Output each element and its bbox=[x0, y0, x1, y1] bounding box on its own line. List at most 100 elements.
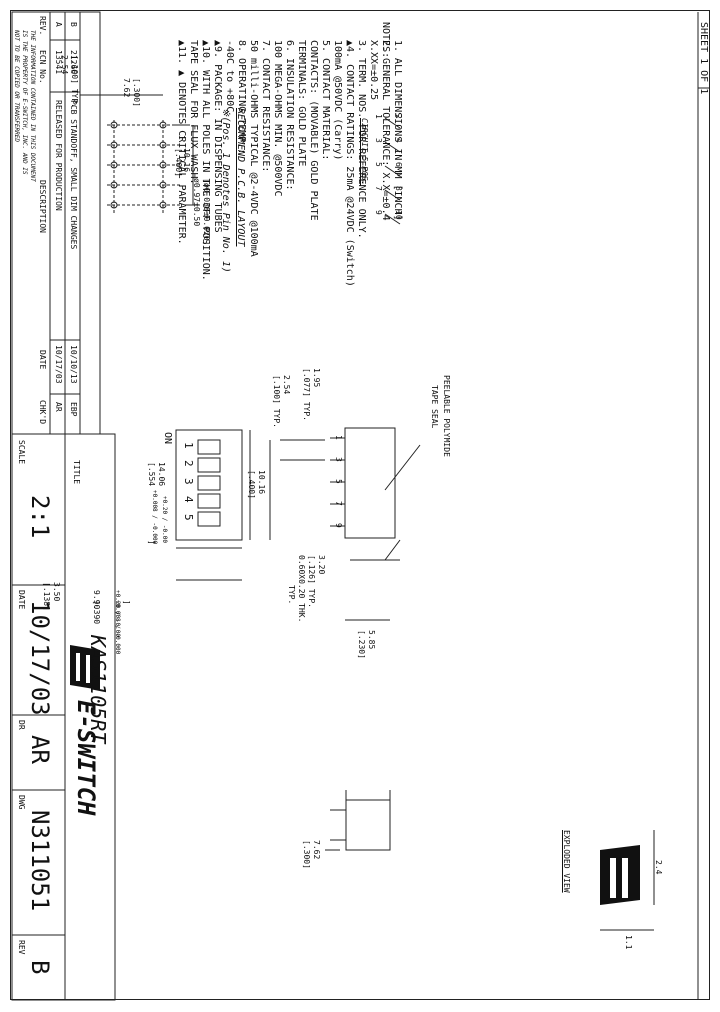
note-item: ▲4. CONTACT RATINGS: 25mA @24VDC (Switch… bbox=[344, 40, 355, 287]
note-item: 2. GENERAL TOLERANCE: X.X=±0.4 bbox=[380, 40, 391, 221]
side-pitch-inch: [.100] TYP. bbox=[272, 375, 281, 428]
rev-cell: AR bbox=[54, 402, 63, 412]
drawing-border bbox=[10, 10, 710, 1000]
position-label: 2 bbox=[182, 460, 195, 467]
side-length-inch: [.400] bbox=[247, 470, 256, 499]
top-length: 14.06 bbox=[157, 462, 166, 487]
position-label: 3 bbox=[182, 478, 195, 485]
circuit-pin: 10 bbox=[394, 210, 403, 220]
side-pin-offset: 1.95 bbox=[312, 368, 321, 388]
dwg-label: DWG bbox=[17, 795, 26, 810]
circuit-switches bbox=[384, 117, 401, 225]
scale-label: SCALE bbox=[17, 440, 26, 465]
hole-diameter-inch: [ø0.038±0.020] bbox=[202, 178, 211, 246]
rev-cell: A bbox=[54, 22, 63, 27]
rev-cell: 10/17/03 bbox=[54, 345, 63, 384]
rev-cell: 10/10/13 bbox=[69, 345, 78, 384]
side-height: 5.85 bbox=[367, 630, 376, 650]
pcb-layout-title: RECOMMEND P.C.B. LAYOUT bbox=[235, 108, 246, 247]
circuit-pin: 4 bbox=[394, 138, 403, 143]
circuit-pin: 2 bbox=[394, 114, 403, 119]
side-pin-label: 7 bbox=[334, 501, 343, 506]
title-label: TITLE bbox=[72, 460, 81, 485]
company-name: E-SWITCH bbox=[72, 700, 100, 816]
dr-label: DR bbox=[17, 720, 26, 730]
circuit-title: CIRCUIT 5 POS. bbox=[360, 118, 369, 186]
circuit-pin: 7 bbox=[374, 186, 383, 191]
side-pitch: 2.54 bbox=[282, 375, 291, 395]
rev-header: REV. bbox=[38, 16, 47, 36]
note-item: 100 MEGA-OHMS MIN. @500VDC bbox=[272, 40, 283, 197]
circuit-pin: 3 bbox=[374, 138, 383, 143]
rev-value: B bbox=[26, 960, 54, 975]
circuit-pin: 5 bbox=[374, 162, 383, 167]
date-label: DATE bbox=[17, 590, 26, 610]
rev-header: ECN No. bbox=[38, 50, 47, 84]
top-length-inch: [.554 bbox=[147, 462, 156, 487]
pcb-width: 10.16 bbox=[182, 148, 191, 173]
side-length: 10.16 bbox=[257, 470, 266, 495]
side-pin-offset-inch: [.077] TYP. bbox=[302, 368, 311, 421]
pcb-row-spacing: 7.62 bbox=[122, 78, 131, 98]
position-label: 4 bbox=[182, 496, 195, 503]
top-width-inch-close: ] bbox=[122, 600, 131, 605]
dwg-value: N311051 bbox=[26, 810, 54, 912]
exploded-height: 2.4 bbox=[654, 860, 663, 875]
pcb-width-inch: [.400] bbox=[174, 148, 183, 177]
term-length: 3.20 bbox=[317, 555, 326, 575]
note-item: ▲11. ▲ DENOTES CRITICAL PARAMETER. bbox=[176, 40, 187, 245]
top-length-tol: +0.20 / -0.00 bbox=[161, 496, 168, 543]
rev-cell: 13541 bbox=[54, 50, 63, 75]
side-pin-label: 5 bbox=[334, 479, 343, 484]
rev-label: REV bbox=[17, 940, 26, 955]
top-width-inch: [.390 bbox=[92, 600, 101, 625]
company-logo-mark bbox=[70, 645, 100, 690]
side-pin-label: 3 bbox=[334, 457, 343, 462]
rev-cell: RELEASED FOR PRODUCTION bbox=[54, 100, 63, 211]
note-item: 3. TERM. NOS. FOR REFERENCE ONLY. bbox=[356, 40, 367, 239]
tape-label-2: TAPE SEAL bbox=[430, 385, 439, 429]
top-width-inch-tol: +0.008 / -0.000 bbox=[114, 600, 121, 655]
actuator-dim: 3.50 bbox=[52, 582, 61, 602]
note-item: CONTACTS: (MOVABLE) GOLD PLATE bbox=[308, 40, 319, 221]
circuit-pin: 9 bbox=[374, 210, 383, 215]
scale-value: 2:1 bbox=[26, 495, 54, 539]
exploded-label: EXPLODED VIEW bbox=[562, 830, 571, 893]
confidential-line: NOT TO BE COPIED OR TRANSFERRED bbox=[13, 30, 20, 142]
pin-note: ※(Pos. 1 Denotes Pin No. 1) bbox=[220, 108, 231, 273]
side-pin-label: 1 bbox=[334, 435, 343, 440]
circuit-pin: 8 bbox=[394, 186, 403, 191]
on-label: ON bbox=[162, 432, 173, 445]
rev-cell: B bbox=[69, 22, 78, 27]
note-item: 5. CONTACT MATERIAL: bbox=[320, 40, 331, 161]
end-row-spacing: 7.62 bbox=[312, 840, 321, 860]
end-row-spacing-inch: [.300] bbox=[302, 840, 311, 869]
top-length-inch-close: ] bbox=[147, 540, 156, 545]
side-pin-label: 9 bbox=[334, 523, 343, 528]
note-item: 50 milli-OHMS TYPICAL @2-4VDC @100mA bbox=[248, 40, 259, 257]
side-height-inch: [.230] bbox=[357, 630, 366, 659]
pcb-row-spacing-inch: [.300] bbox=[132, 78, 141, 107]
rev-cell: 21266 bbox=[69, 50, 78, 75]
pin1-label: 1 bbox=[177, 135, 186, 140]
tape-label-1: PEELABLE POLYMIDE bbox=[442, 375, 451, 457]
note-item: 7. CONTACT RESISTANCE: bbox=[260, 40, 271, 173]
note-item: 1. ALL DIMENSIONS IN MM [INCH] bbox=[392, 40, 403, 221]
rev-header: CHK'D bbox=[38, 400, 47, 425]
note-item: 6. INSULATION RESISTANCE: bbox=[284, 40, 295, 191]
rev-header: DATE bbox=[38, 350, 47, 370]
hole-diameter: ø0.97±0.50 bbox=[192, 178, 201, 227]
confidential-line: IS THE PROPERTY OF E-SWITCH, INC. AND IS bbox=[21, 30, 28, 175]
exploded-e-logo bbox=[600, 845, 640, 905]
circuit-pin: 6 bbox=[394, 162, 403, 167]
term-thickness: 0.60X0.20 THK. bbox=[297, 555, 306, 623]
position-label: 5 bbox=[182, 514, 195, 521]
rev-header: DESCRIPTION bbox=[38, 180, 47, 233]
note-item: 100mA @50VDC (Carry) bbox=[332, 40, 343, 161]
term-thickness-typ: TYP. bbox=[287, 585, 296, 605]
term-length-inch: [.126] TYP. bbox=[307, 555, 316, 608]
rev-cell: PCB STANDOFF, SMALL DIM CHANGES bbox=[69, 100, 78, 250]
circuit-pin: 1 bbox=[374, 114, 383, 119]
